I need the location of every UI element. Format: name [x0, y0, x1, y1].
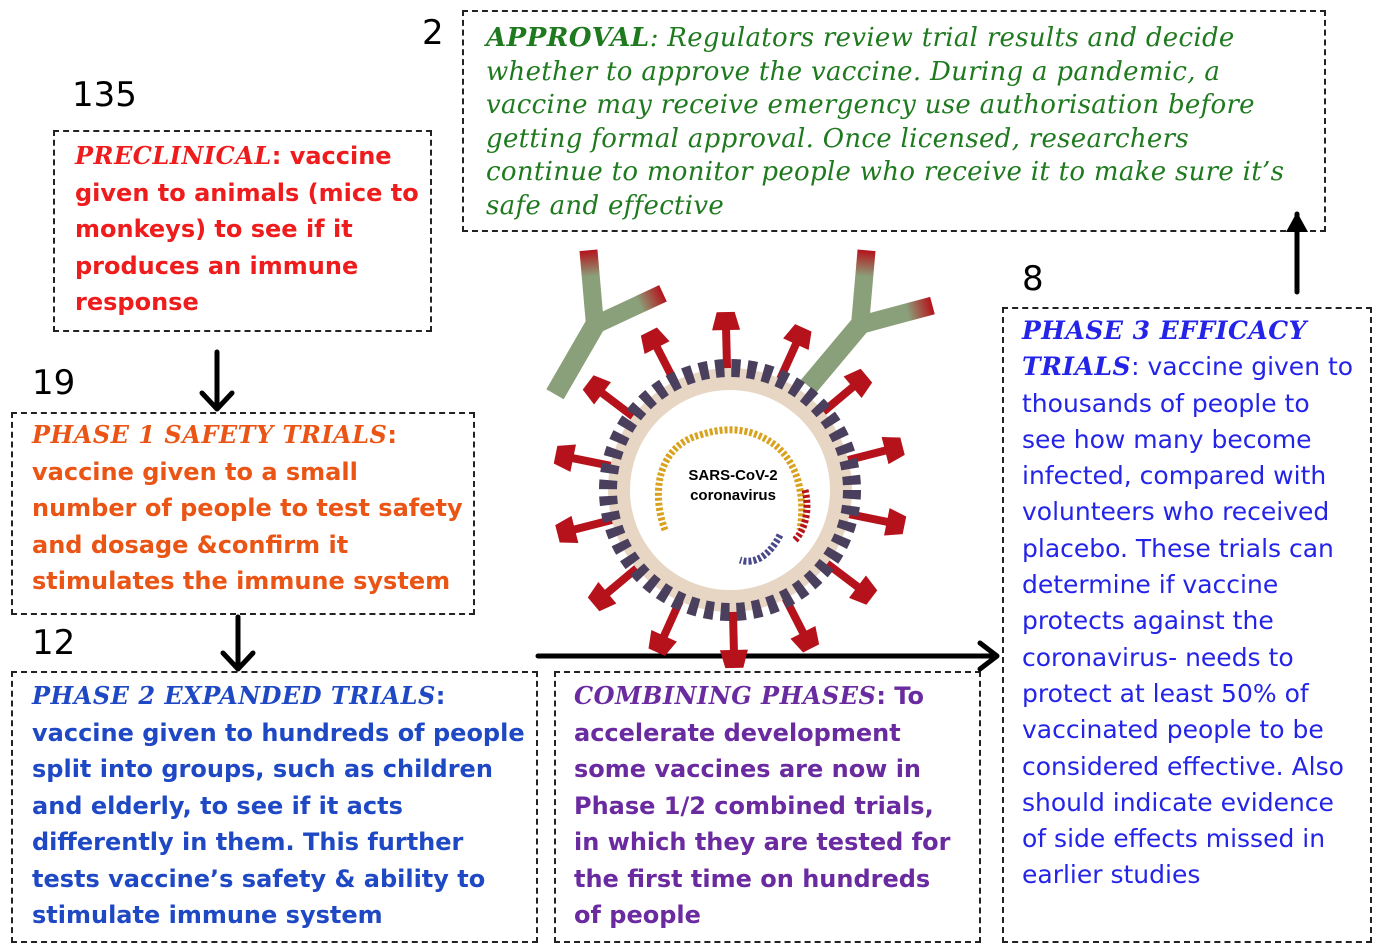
phase1-body: : vaccine given to a small number of peo… [32, 421, 463, 595]
virus-label-line2: coronavirus [690, 487, 776, 504]
rna-strand [655, 426, 806, 532]
phase1-heading: PHASE 1 SAFETY TRIALS [32, 420, 388, 449]
coronavirus-illustration: SARS-CoV-2 coronavirus [546, 249, 935, 669]
arrow-head-3 [977, 640, 1000, 672]
preclinical-body: : vaccine given to animals (mice to monk… [75, 142, 419, 316]
count-phase1: 19 [32, 363, 76, 403]
virus-core [630, 390, 830, 590]
combining-body: : To accelerate development some vaccine… [574, 682, 951, 929]
approval-body: : Regulators review trial results and de… [486, 23, 1285, 221]
phase1-text: PHASE 1 SAFETY TRIALS: vaccine given to … [32, 417, 465, 600]
arrow-head-4 [1286, 212, 1308, 232]
phase1-box: PHASE 1 SAFETY TRIALS: vaccine given to … [11, 412, 475, 615]
phase3-text: PHASE 3 EFFICACY TRIALS: vaccine given t… [1022, 313, 1360, 894]
phase3-box: PHASE 3 EFFICACY TRIALS: vaccine given t… [1002, 307, 1372, 943]
spike-icon [719, 607, 748, 669]
phase2-body: : vaccine given to hundreds of people sp… [32, 682, 525, 929]
spike-icon [582, 375, 639, 422]
spike-icon [844, 508, 907, 536]
count-preclinical: 135 [72, 75, 137, 115]
count-phase3: 8 [1022, 259, 1044, 299]
spike-icon [821, 558, 878, 605]
phase3-heading: PHASE 3 EFFICACY TRIALS [1022, 316, 1308, 382]
phase2-text: PHASE 2 EXPANDED TRIALS: vaccine given t… [32, 678, 528, 934]
arrow-head-2 [220, 650, 256, 672]
virus-label-line1: SARS-CoV-2 [688, 467, 777, 484]
spike-icon [712, 311, 741, 373]
combining-box: COMBINING PHASES: To accelerate developm… [554, 671, 981, 943]
spike-icon [555, 515, 617, 543]
count-approval: 2 [422, 13, 444, 53]
antibody-right-icon [800, 249, 935, 393]
combining-heading: COMBINING PHASES [574, 681, 877, 710]
preclinical-heading: PRECLINICAL [75, 141, 272, 170]
approval-box: APPROVAL: Regulators review trial result… [462, 10, 1326, 232]
preclinical-text: PRECLINICAL: vaccine given to animals (m… [75, 138, 420, 321]
count-phase2: 12 [32, 623, 76, 663]
phase2-heading: PHASE 2 EXPANDED TRIALS [32, 681, 436, 710]
preclinical-box: PRECLINICAL: vaccine given to animals (m… [53, 130, 432, 332]
approval-heading: APPROVAL [486, 23, 650, 53]
virus-membrane [599, 359, 861, 621]
spike-icon [817, 368, 873, 418]
rna-strand-2 [738, 533, 784, 565]
antibody-left-icon [546, 249, 667, 400]
approval-text: APPROVAL: Regulators review trial result… [486, 22, 1306, 223]
combining-text: COMBINING PHASES: To accelerate developm… [574, 678, 965, 934]
rna-strand-3 [792, 489, 811, 543]
phase3-body: : vaccine given to thousands of people t… [1022, 352, 1354, 890]
phase2-box: PHASE 2 EXPANDED TRIALS: vaccine given t… [11, 671, 538, 943]
spike-icon [587, 562, 643, 612]
arrow-head-1 [199, 390, 235, 412]
